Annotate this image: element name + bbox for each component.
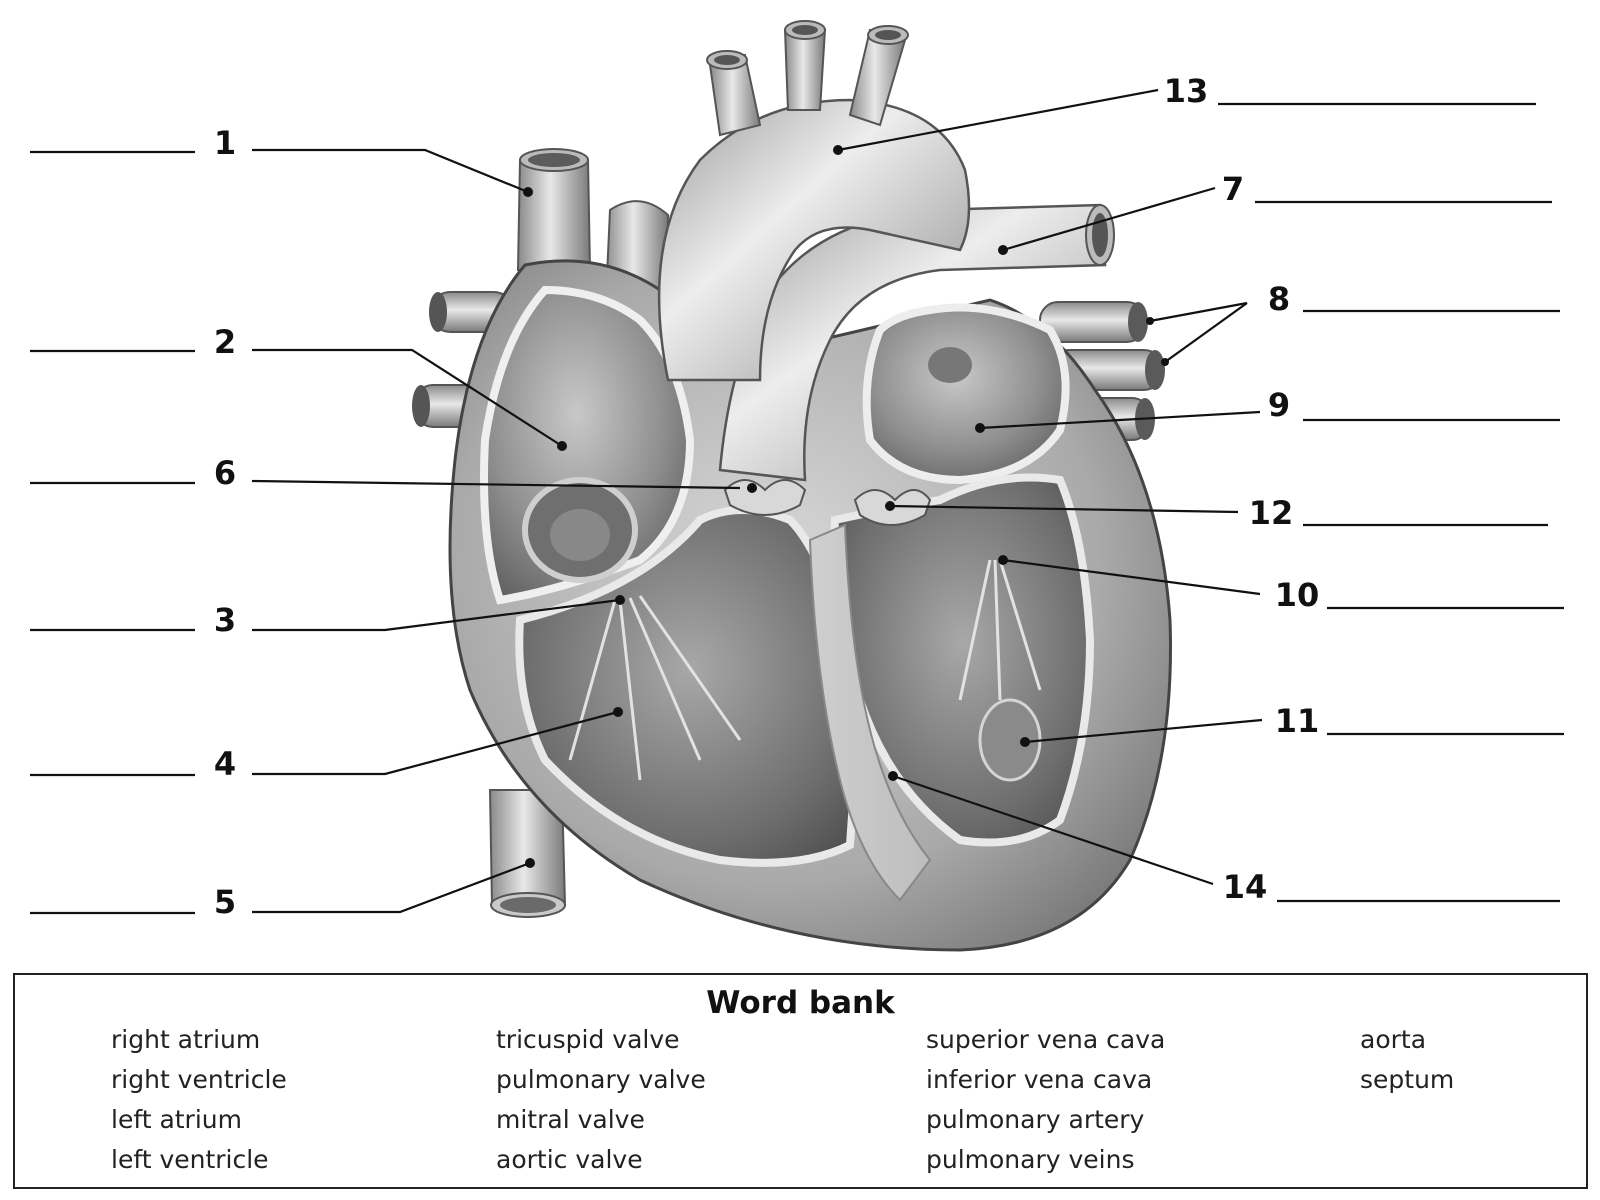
label-5-group: 5 bbox=[30, 858, 535, 921]
label-9-group: 9 bbox=[975, 386, 1560, 433]
chordae-right bbox=[568, 595, 742, 781]
word-bank-column-1: right atrium right ventricle left atrium… bbox=[111, 1020, 287, 1180]
word-bank-item: aortic valve bbox=[496, 1145, 643, 1174]
label-13-group: 13 bbox=[833, 72, 1536, 155]
word-bank-item: septum bbox=[1360, 1065, 1455, 1094]
leader-line-6 bbox=[251, 479, 741, 490]
leader-line-14 bbox=[892, 774, 1214, 886]
label-12: 12 bbox=[1249, 494, 1294, 532]
label-6: 6 bbox=[214, 454, 236, 492]
label-12-group: 12 bbox=[885, 494, 1548, 532]
septum-wall bbox=[808, 523, 932, 902]
leader-line-8a bbox=[1149, 301, 1248, 323]
left-atrium-chamber bbox=[862, 303, 1070, 485]
aorta-shape bbox=[657, 98, 971, 382]
word-bank-title: Word bank bbox=[706, 985, 895, 1021]
label-14: 14 bbox=[1223, 868, 1268, 906]
word-bank-item: superior vena cava bbox=[926, 1025, 1166, 1054]
leader-line-11 bbox=[1024, 718, 1263, 744]
label-4-group: 4 bbox=[30, 707, 623, 783]
label-9: 9 bbox=[1268, 386, 1290, 424]
leader-line-9 bbox=[979, 410, 1261, 430]
label-2: 2 bbox=[214, 323, 236, 361]
label-4: 4 bbox=[214, 745, 236, 783]
word-bank-item: pulmonary veins bbox=[926, 1145, 1135, 1174]
label-6-group: 6 bbox=[30, 454, 757, 493]
word-bank-item: left ventricle bbox=[111, 1145, 269, 1174]
word-bank-item: left atrium bbox=[111, 1105, 242, 1134]
label-3: 3 bbox=[214, 601, 236, 639]
label-10-group: 10 bbox=[998, 555, 1564, 614]
word-bank-column-3: superior vena cava inferior vena cava pu… bbox=[926, 1020, 1165, 1180]
word-bank-item: tricuspid valve bbox=[496, 1025, 680, 1054]
label-8: 8 bbox=[1268, 280, 1290, 318]
label-3-group: 3 bbox=[30, 595, 625, 639]
leader-line-2 bbox=[252, 348, 563, 447]
label-13: 13 bbox=[1164, 72, 1209, 110]
word-bank-item: inferior vena cava bbox=[926, 1065, 1153, 1094]
leader-line-5 bbox=[252, 861, 531, 914]
word-bank-item: right ventricle bbox=[111, 1065, 287, 1094]
leader-line-10 bbox=[1002, 558, 1261, 596]
leader-line-7 bbox=[1002, 186, 1216, 252]
label-10: 10 bbox=[1275, 576, 1320, 614]
word-bank-item: aorta bbox=[1360, 1025, 1427, 1054]
label-11: 11 bbox=[1275, 702, 1320, 740]
label-7: 7 bbox=[1222, 170, 1244, 208]
leader-line-4 bbox=[252, 710, 619, 776]
label-1-group: 1 bbox=[30, 124, 533, 197]
pulmonary-valve-shape bbox=[723, 479, 807, 516]
word-bank-box: Word bank right atrium right ventricle l… bbox=[13, 973, 1588, 1189]
leader-line-13 bbox=[837, 88, 1159, 152]
label-1: 1 bbox=[214, 124, 236, 162]
label-11-group: 11 bbox=[1020, 702, 1564, 747]
label-7-group: 7 bbox=[998, 170, 1552, 255]
leader-line-12 bbox=[889, 504, 1239, 514]
word-bank-item: pulmonary valve bbox=[496, 1065, 706, 1094]
label-2-group: 2 bbox=[30, 323, 567, 451]
word-bank-column-4: aorta septum bbox=[1360, 1020, 1454, 1100]
word-bank-column-2: tricuspid valve pulmonary valve mitral v… bbox=[496, 1020, 706, 1180]
heart-diagram: 1 2 6 3 4 5 13 7 bbox=[30, 20, 1564, 952]
word-bank-item: right atrium bbox=[111, 1025, 261, 1054]
leader-line-8b bbox=[1164, 302, 1248, 363]
label-8-group: 8 bbox=[1146, 280, 1560, 366]
word-bank-item: pulmonary artery bbox=[926, 1105, 1145, 1134]
leader-line-3 bbox=[252, 598, 621, 632]
word-bank-item: mitral valve bbox=[496, 1105, 645, 1134]
label-5: 5 bbox=[214, 883, 236, 921]
leader-line-1 bbox=[252, 148, 529, 194]
label-14-group: 14 bbox=[888, 771, 1560, 906]
chordae-left bbox=[958, 559, 1042, 701]
